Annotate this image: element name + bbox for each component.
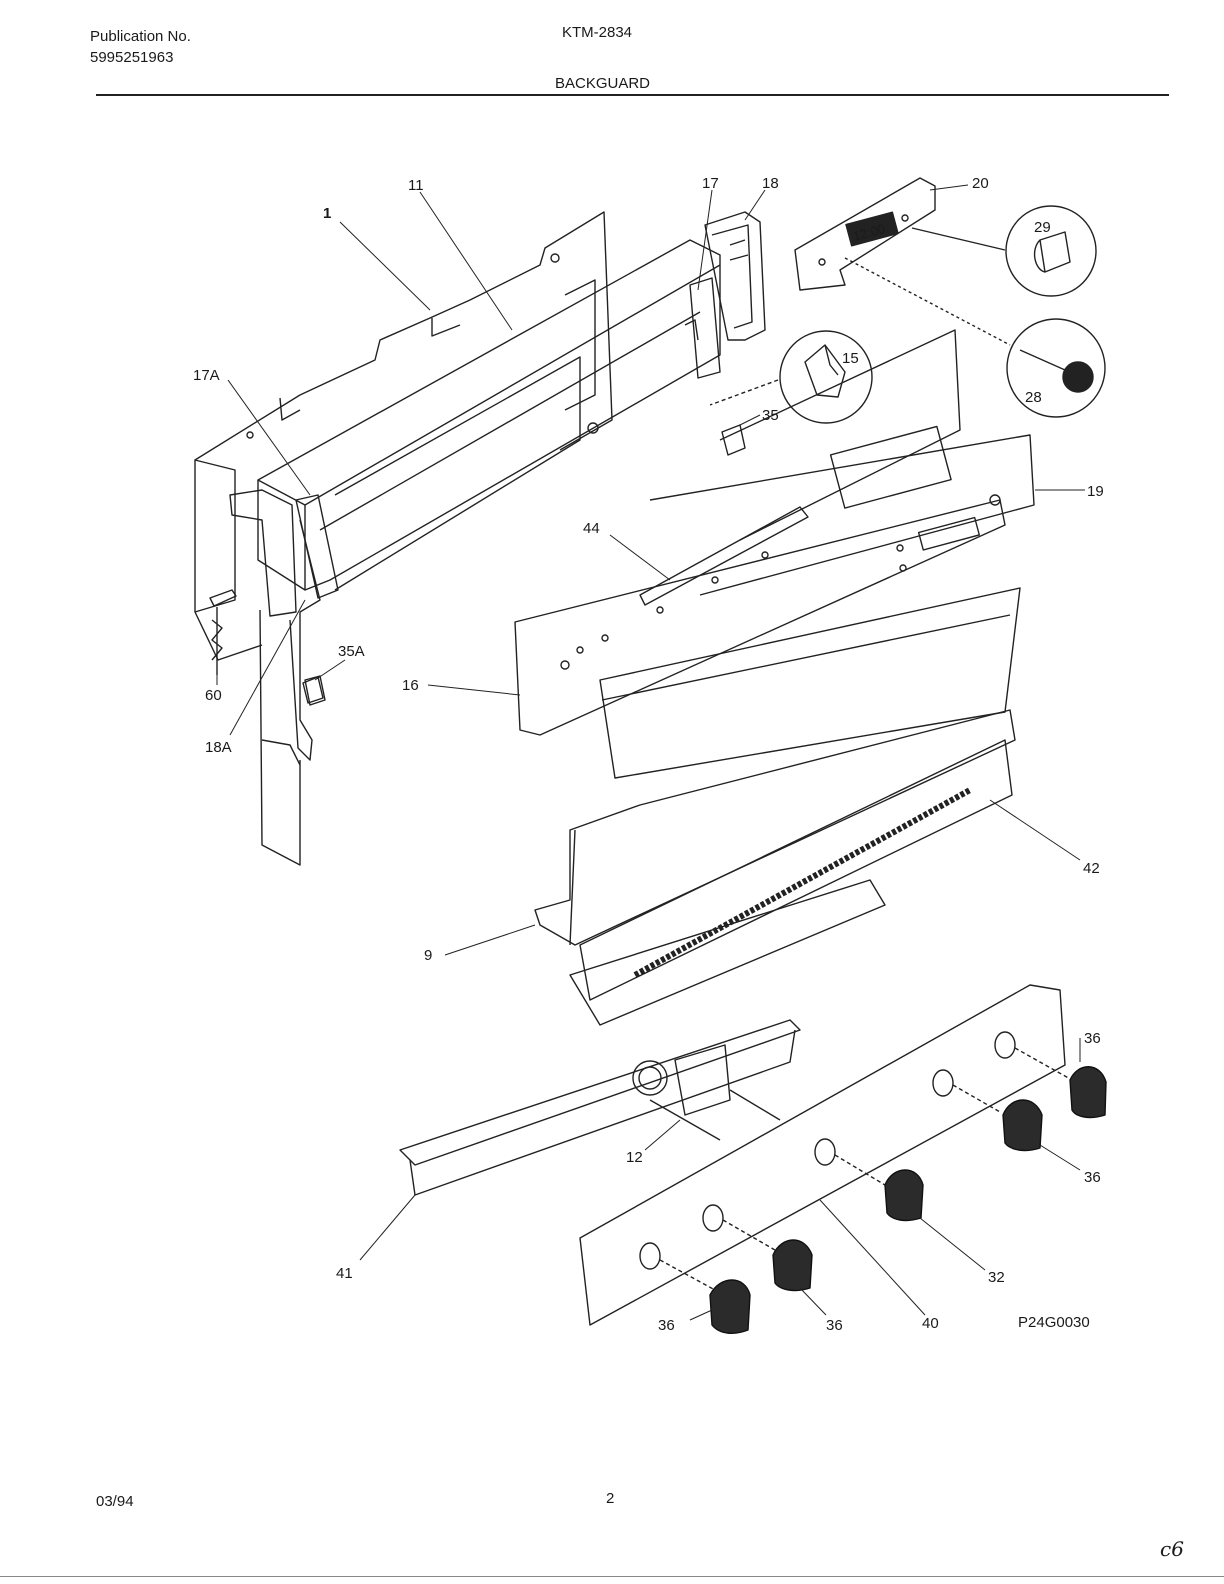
clock-knob-inset (911, 205, 1097, 297)
callout-label: 19 (1087, 483, 1104, 500)
end-cap-left (229, 489, 339, 866)
control-panel-trim (649, 329, 1035, 596)
bracket-inset (709, 330, 873, 424)
callout-label: 44 (583, 520, 600, 537)
callout-label: 9 (424, 947, 432, 964)
rear-panel (194, 211, 613, 661)
callout-label: 35A (338, 643, 365, 660)
burner-knobs (709, 1066, 1107, 1334)
publication-label: Publication No. (90, 28, 191, 45)
callout-label: 42 (1083, 860, 1100, 877)
callout-label: 35 (762, 407, 779, 424)
top-frame (257, 239, 721, 591)
section-title: BACKGUARD (555, 75, 651, 92)
figure-code: P24G0030 (1018, 1314, 1090, 1331)
handwritten-mark: c6 (1160, 1537, 1184, 1561)
grommets (302, 424, 746, 704)
callout-label: 41 (336, 1265, 353, 1282)
control-panel (514, 499, 1006, 736)
callout-label: 36 (826, 1317, 843, 1334)
publication-number: 5995251963 (90, 49, 174, 66)
callout-label: 12 (626, 1149, 643, 1166)
callout-label: 32 (988, 1269, 1005, 1286)
callout-label: 29 (1034, 219, 1051, 236)
callout-label: 18 (762, 175, 779, 192)
callout-label: 36 (658, 1317, 675, 1334)
callout-labels: 1 11 17 18 20 29 28 15 35 17A 44 19 16 3… (193, 175, 1104, 1334)
footer-rule (0, 1576, 1224, 1577)
callout-label: 36 (1084, 1030, 1101, 1047)
callout-label: 15 (842, 350, 859, 367)
callout-label: 40 (922, 1315, 939, 1332)
timer-knob-inset (844, 257, 1106, 418)
clock-timer: 12:00 (794, 177, 936, 291)
rear-rail (399, 1019, 801, 1196)
manifold-rail (579, 984, 1073, 1326)
page-number: 2 (606, 1490, 615, 1507)
callout-label: 60 (205, 687, 222, 704)
revision-date: 03/94 (96, 1493, 134, 1510)
callout-leaders (216, 184, 1085, 1321)
model-number: KTM-2834 (562, 24, 633, 41)
callout-label: 28 (1025, 389, 1042, 406)
callout-label: 1 (323, 205, 331, 222)
callout-label: 17A (193, 367, 220, 384)
callout-label: 17 (702, 175, 719, 192)
callout-label: 36 (1084, 1169, 1101, 1186)
callout-label: 11 (408, 177, 424, 194)
callout-label: 20 (972, 175, 989, 192)
callout-label: 18A (205, 739, 232, 756)
callout-label: 16 (402, 677, 419, 694)
lower-trim (534, 587, 1021, 946)
end-cap-right (684, 211, 766, 379)
header-rule (96, 94, 1169, 96)
screw (209, 589, 237, 675)
vent-grill (569, 739, 1013, 1026)
thermostat (632, 1044, 781, 1141)
